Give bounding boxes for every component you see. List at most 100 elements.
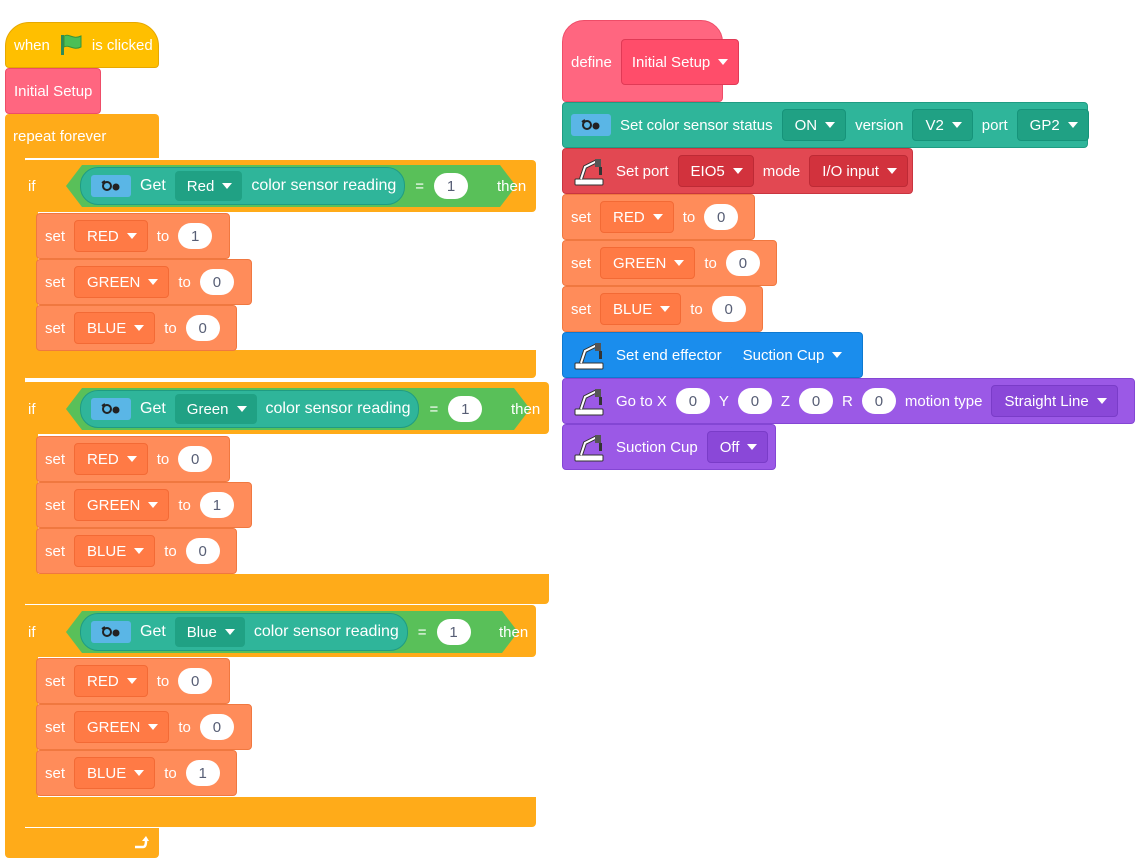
sensor-port-dropdown[interactable]: GP2 [1016, 109, 1089, 141]
variable-dropdown[interactable]: BLUE [74, 312, 156, 344]
variable-dropdown[interactable]: GREEN [74, 711, 170, 743]
set-variable-block[interactable]: set RED to 0 [562, 194, 755, 240]
mode-dropdown[interactable]: I/O input [809, 155, 908, 187]
set-color-sensor-status-label: Set color sensor status [620, 116, 773, 134]
set-label: set [45, 672, 66, 690]
loop-arrow-icon [131, 833, 149, 851]
end-effector-dropdown[interactable]: Suction Cup [730, 340, 853, 370]
to-label: to [704, 254, 717, 272]
go-to-position-block[interactable]: Go to X 0 Y 0 Z 0 R 0 motion type Straig… [562, 378, 1135, 424]
color-sensor-icon [91, 175, 131, 197]
set-variable-block[interactable]: set GREEN to 1 [36, 482, 252, 528]
if-arm [22, 432, 38, 582]
compare-value-input[interactable]: 1 [437, 619, 471, 645]
suction-cup-label: Suction Cup [616, 438, 698, 456]
value-input[interactable]: 0 [704, 204, 739, 230]
repeat-forever-footer [5, 828, 159, 858]
variable-dropdown[interactable]: BLUE [600, 293, 682, 325]
get-green-sensor-reporter[interactable]: Get Green color sensor reading [80, 390, 419, 428]
get-label: Get [140, 177, 166, 194]
variable-dropdown[interactable]: RED [600, 201, 674, 233]
motion-type-dropdown[interactable]: Straight Line [991, 385, 1118, 417]
variable-dropdown[interactable]: RED [74, 443, 148, 475]
variable-dropdown[interactable]: RED [74, 220, 148, 252]
value-input[interactable]: 0 [199, 714, 234, 740]
suction-cup-block[interactable]: Suction Cup Off [562, 424, 776, 470]
set-variable-block[interactable]: set BLUE to 0 [36, 528, 237, 574]
value-input[interactable]: 1 [199, 492, 234, 518]
value-input[interactable]: 0 [178, 446, 213, 472]
set-variable-block[interactable]: set GREEN to 0 [36, 704, 252, 750]
set-variable-block[interactable]: set RED to 0 [36, 436, 230, 482]
procedure-name-field[interactable]: Initial Setup [620, 39, 740, 85]
variable-dropdown[interactable]: BLUE [74, 757, 156, 789]
sensor-status-dropdown[interactable]: ON [781, 109, 847, 141]
set-color-sensor-status-block[interactable]: Set color sensor status ON version V2 po… [562, 102, 1089, 148]
when-flag-clicked-block[interactable]: when is clicked [5, 22, 159, 68]
r-label: R [842, 392, 853, 410]
z-input[interactable]: 0 [799, 388, 834, 414]
set-variable-block[interactable]: set BLUE to 1 [36, 750, 237, 796]
to-label: to [164, 319, 177, 337]
compare-value-input[interactable]: 1 [434, 173, 468, 199]
get-label: Get [140, 623, 166, 640]
define-initial-setup-block[interactable]: define Initial Setup [562, 20, 740, 102]
green-equals-condition[interactable]: Get Green color sensor reading = 1 [66, 388, 530, 430]
define-label: define [571, 53, 612, 71]
variable-dropdown[interactable]: GREEN [74, 266, 170, 298]
set-label: set [45, 764, 66, 782]
variable-dropdown[interactable]: BLUE [74, 535, 156, 567]
set-label: set [571, 208, 592, 226]
to-label: to [682, 208, 696, 226]
set-variable-block[interactable]: set GREEN to 0 [36, 259, 252, 305]
port-label: port [981, 116, 1008, 134]
repeat-forever-arm [5, 156, 25, 836]
set-end-effector-block[interactable]: Set end effector Suction Cup [562, 332, 863, 378]
color-dropdown[interactable]: Blue [175, 617, 245, 647]
x-input[interactable]: 0 [675, 388, 710, 414]
set-port-label: Set port [616, 162, 669, 180]
if-footer [22, 574, 549, 604]
r-input[interactable]: 0 [861, 388, 896, 414]
compare-value-input[interactable]: 1 [448, 396, 482, 422]
color-sensor-icon [91, 398, 131, 420]
value-input[interactable]: 1 [178, 223, 213, 249]
version-dropdown[interactable]: V2 [912, 109, 973, 141]
set-label: set [45, 319, 66, 337]
variable-dropdown[interactable]: GREEN [600, 247, 696, 279]
port-dropdown[interactable]: EIO5 [677, 155, 754, 187]
set-variable-block[interactable]: set BLUE to 0 [562, 286, 763, 332]
set-variable-block[interactable]: set BLUE to 0 [36, 305, 237, 351]
value-input[interactable]: 0 [199, 269, 234, 295]
value-input[interactable]: 0 [185, 315, 220, 341]
value-input[interactable]: 0 [725, 250, 760, 276]
suction-state-dropdown[interactable]: Off [706, 431, 769, 463]
blue-equals-condition[interactable]: Get Blue color sensor reading = 1 [66, 611, 518, 653]
y-input[interactable]: 0 [737, 388, 772, 414]
value-input[interactable]: 0 [178, 668, 213, 694]
color-dropdown[interactable]: Green [175, 394, 257, 424]
variable-dropdown[interactable]: RED [74, 665, 148, 697]
variable-dropdown[interactable]: GREEN [74, 489, 170, 521]
then-label: then [499, 624, 529, 641]
color-dropdown[interactable]: Red [175, 171, 243, 201]
color-sensor-reading-label: color sensor reading [251, 177, 397, 194]
value-input[interactable]: 1 [185, 760, 220, 786]
get-blue-sensor-reporter[interactable]: Get Blue color sensor reading [80, 613, 408, 651]
red-equals-condition[interactable]: Get Red color sensor reading = 1 [66, 165, 516, 207]
to-label: to [178, 273, 191, 291]
equals-sign: = [417, 623, 427, 641]
to-label: to [178, 496, 191, 514]
get-red-sensor-reporter[interactable]: Get Red color sensor reading [80, 167, 405, 205]
then-label: then [511, 401, 541, 418]
call-initial-setup-block[interactable]: Initial Setup [5, 68, 101, 114]
value-input[interactable]: 0 [185, 538, 220, 564]
to-label: to [156, 227, 170, 245]
repeat-forever-block[interactable] [5, 114, 159, 158]
set-variable-block[interactable]: set RED to 0 [36, 658, 230, 704]
go-to-x-label: Go to X [616, 392, 667, 410]
value-input[interactable]: 0 [711, 296, 746, 322]
set-variable-block[interactable]: set GREEN to 0 [562, 240, 777, 286]
set-port-block[interactable]: Set port EIO5 mode I/O input [562, 148, 913, 194]
set-variable-block[interactable]: set RED to 1 [36, 213, 230, 259]
